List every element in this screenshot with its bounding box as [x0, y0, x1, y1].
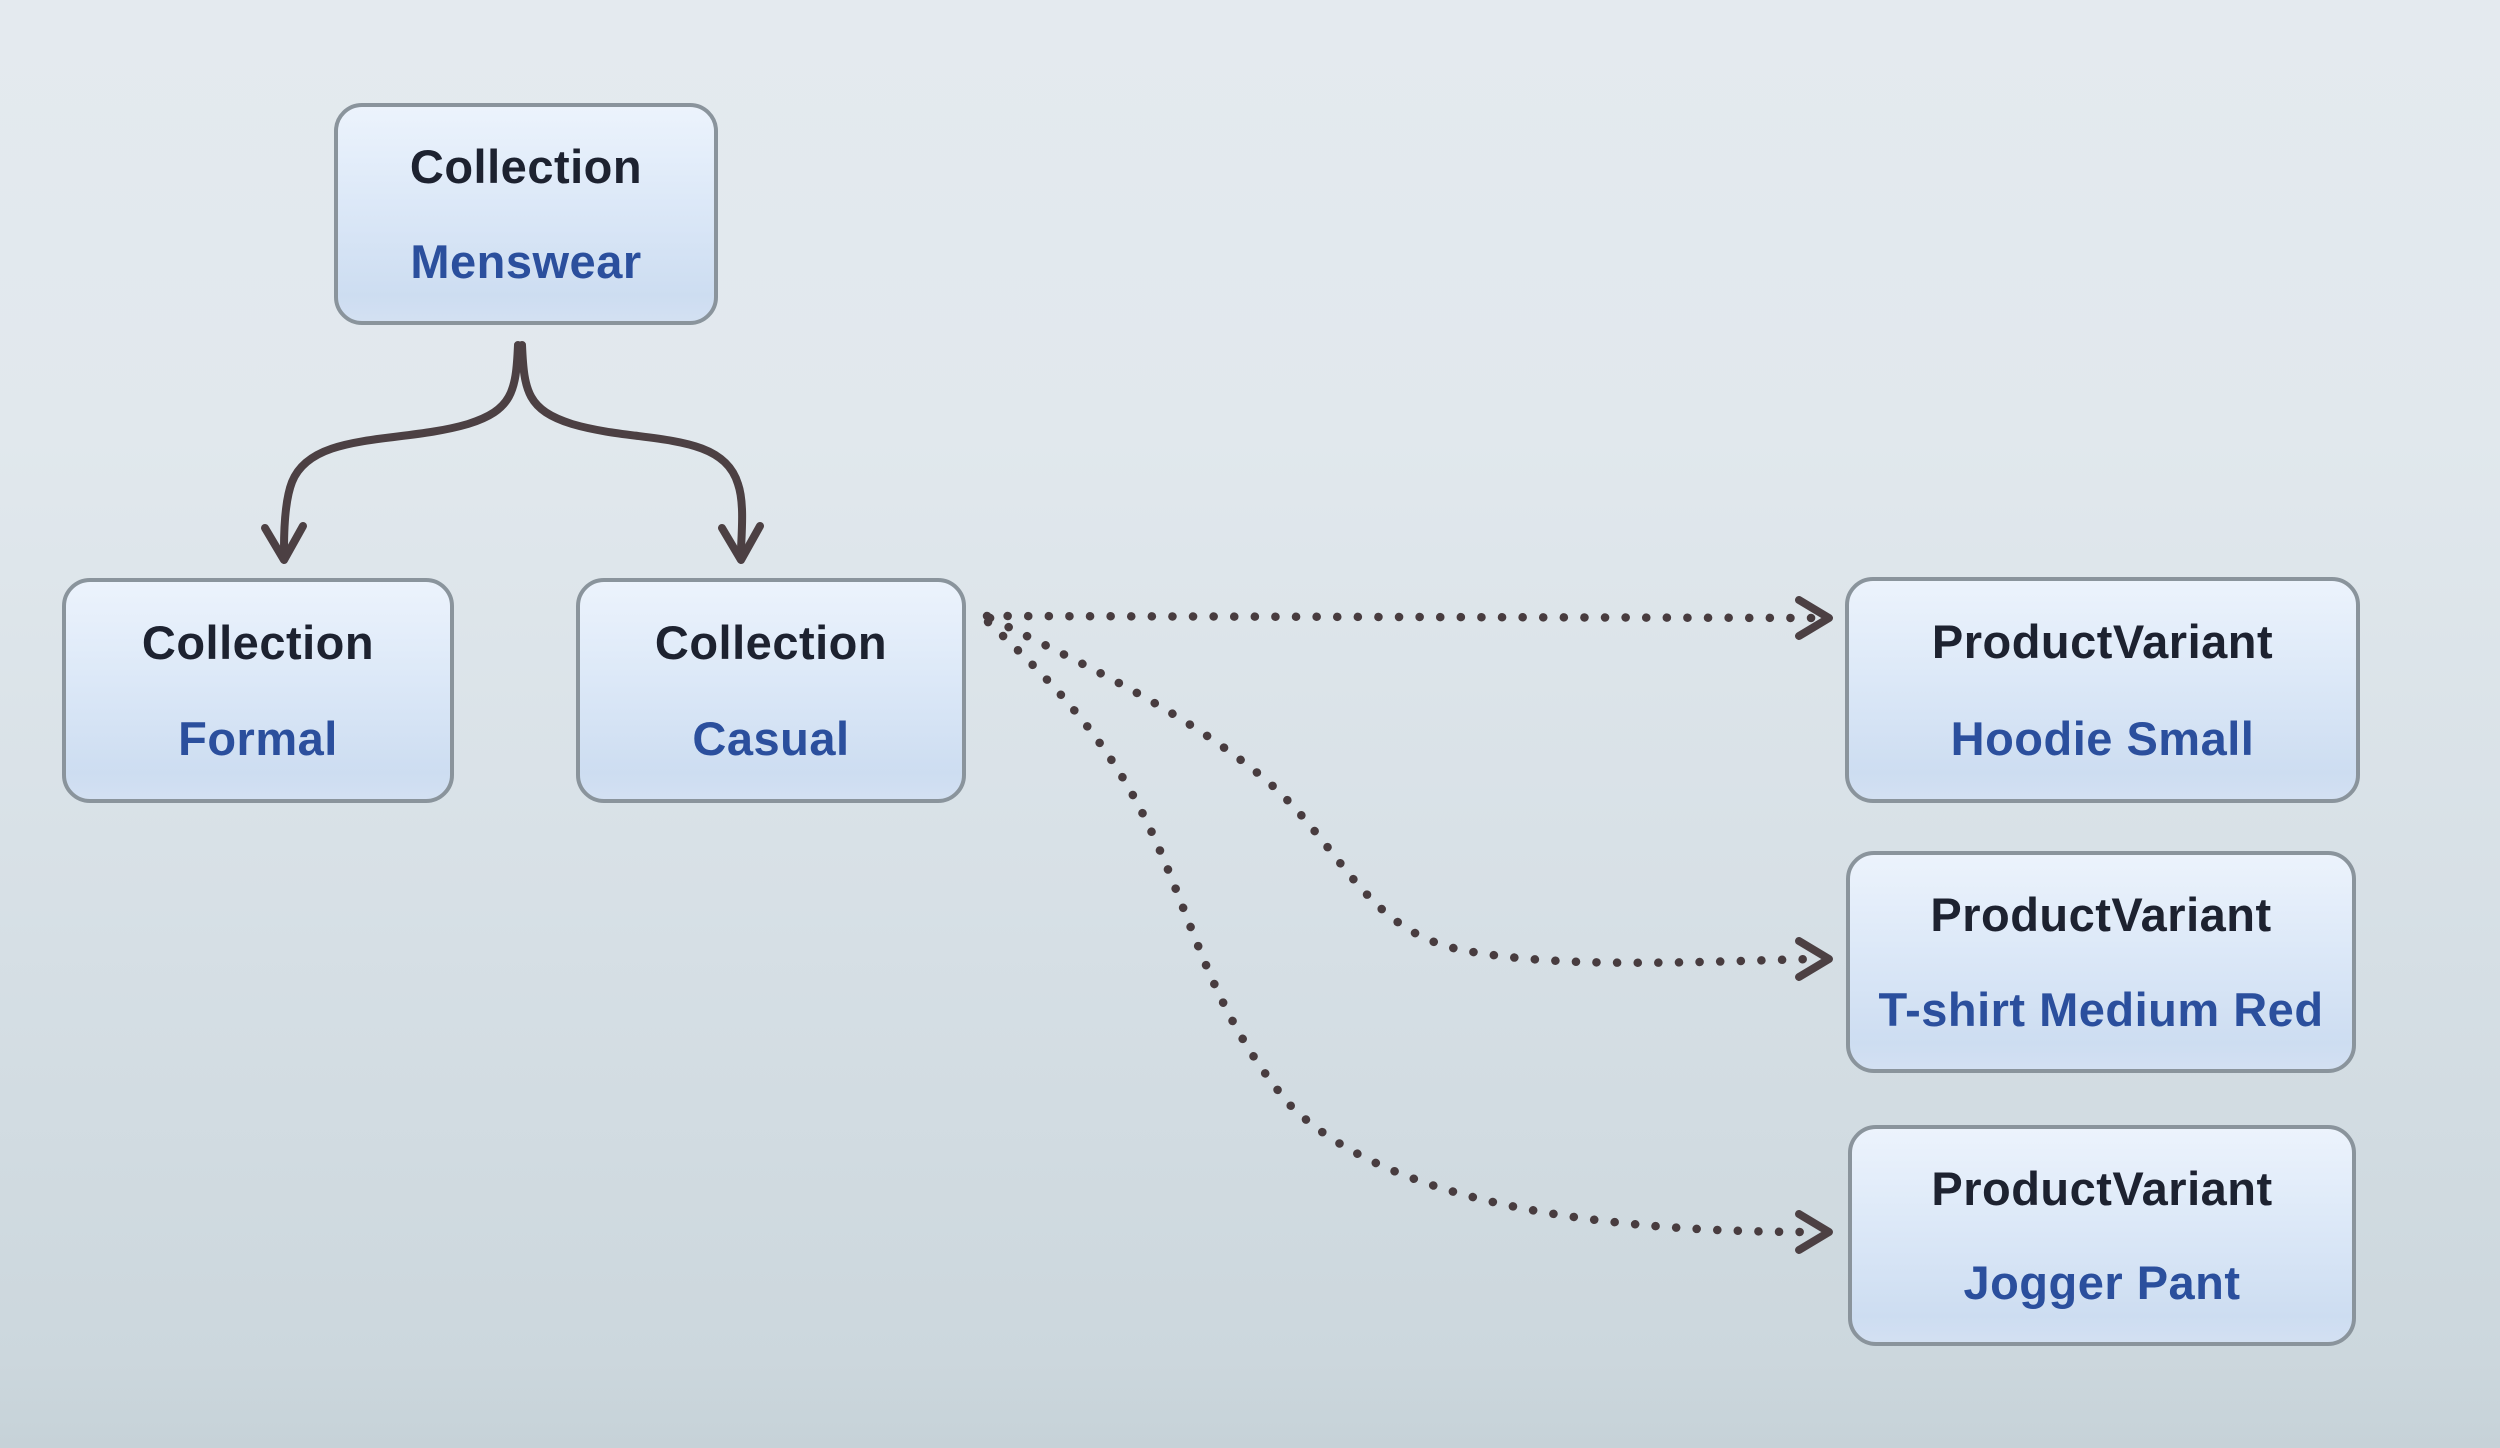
node-type-label: Collection: [141, 615, 375, 669]
edge-menswear-casual: [518, 341, 747, 553]
node-name-label: Casual: [692, 712, 850, 766]
node-type-label: Collection: [654, 615, 888, 669]
edge-casual-tshirt: [985, 613, 1817, 968]
node-name-label: Hoodie Small: [1950, 712, 2255, 765]
edge-casual-jogger: [983, 617, 1817, 1237]
node-type-label: ProductVariant: [1931, 1161, 2273, 1215]
node-productvariant-hoodie-small: ProductVariant Hoodie Small: [1845, 577, 2360, 803]
node-productvariant-tshirt-medium-red: ProductVariant T-shirt Medium Red: [1846, 851, 2356, 1073]
edge-menswear-formal: [280, 341, 522, 553]
node-type-label: ProductVariant: [1930, 888, 2272, 941]
edge-menswear-casual-arrowhead-icon: [718, 522, 764, 564]
node-collection-casual: Collection Casual: [576, 578, 966, 803]
node-name-label: T-shirt Medium Red: [1878, 983, 2324, 1036]
edge-casual-hoodie: [982, 611, 1817, 623]
node-productvariant-jogger-pant: ProductVariant Jogger Pant: [1848, 1125, 2356, 1346]
edge-casual-tshirt-arrowhead-icon: [1795, 937, 1833, 981]
node-type-label: Collection: [409, 140, 643, 193]
node-name-label: Formal: [178, 712, 338, 766]
edge-menswear-formal-arrowhead-icon: [261, 522, 307, 564]
node-collection-menswear: Collection Menswear: [334, 103, 718, 325]
node-collection-formal: Collection Formal: [62, 578, 454, 803]
node-name-label: Menswear: [410, 235, 642, 288]
edge-casual-hoodie-arrowhead-icon: [1795, 596, 1833, 640]
edge-casual-jogger-arrowhead-icon: [1795, 1210, 1833, 1254]
node-type-label: ProductVariant: [1931, 615, 2274, 668]
node-name-label: Jogger Pant: [1963, 1256, 2241, 1310]
